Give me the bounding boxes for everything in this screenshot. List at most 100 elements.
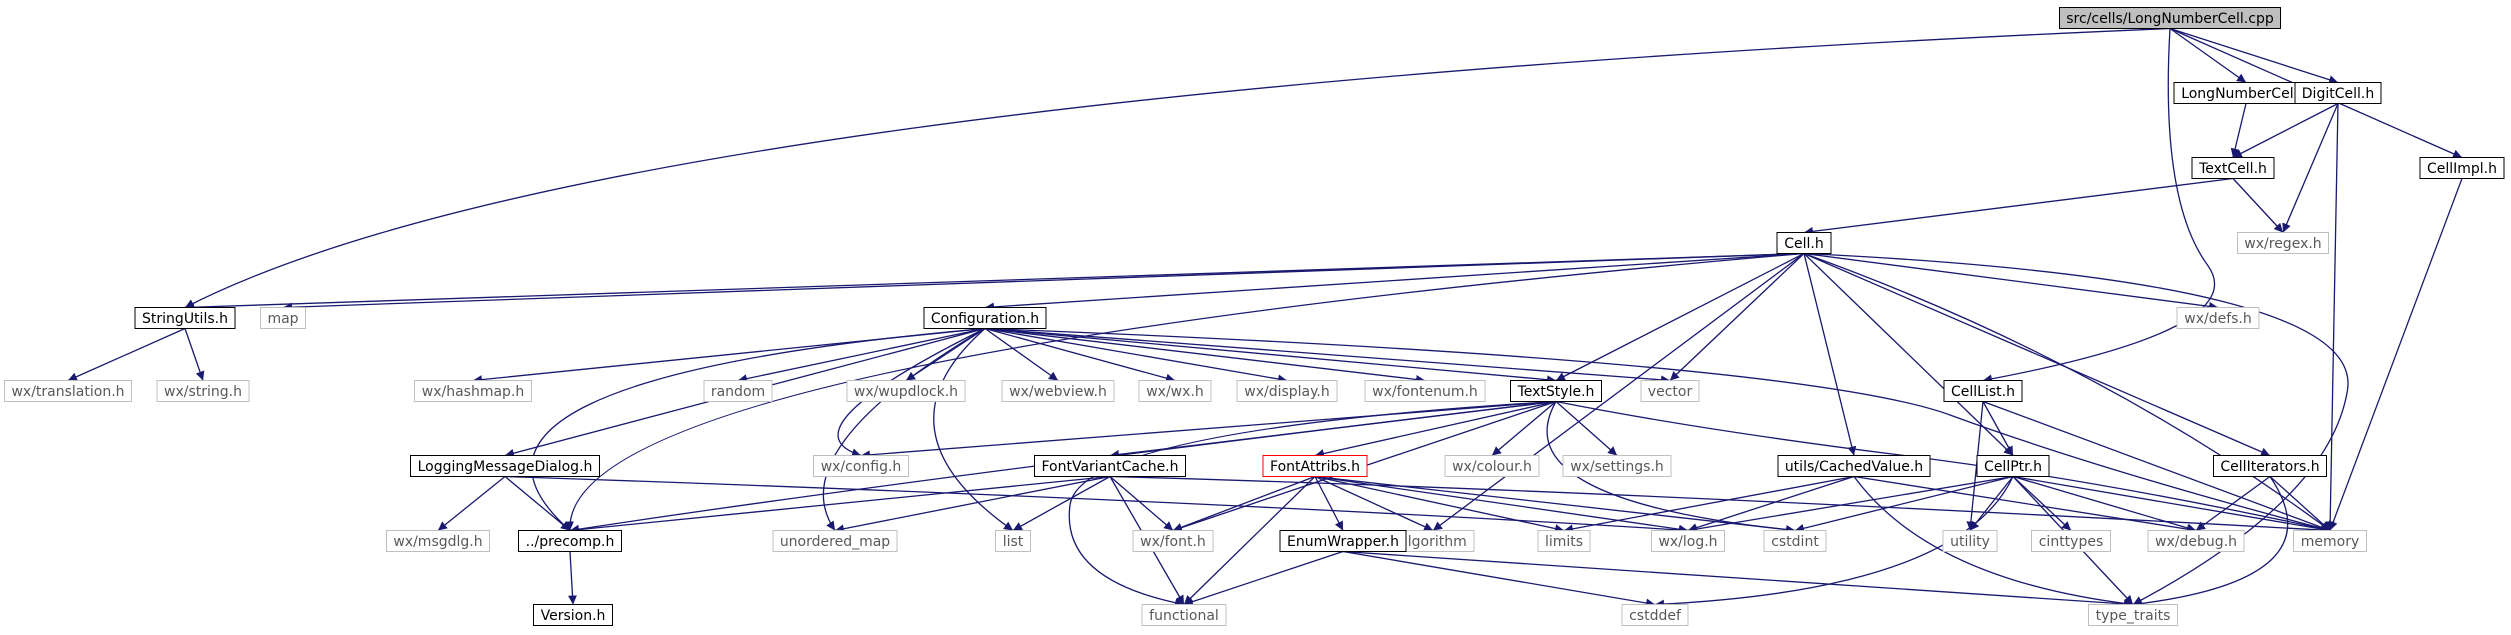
- node-random: random: [703, 380, 773, 402]
- include-edge-root-to-digitcell_h: [2169, 27, 2339, 85]
- node-enumwrapper-h[interactable]: EnumWrapper.h: [1279, 530, 1407, 552]
- node-box: [1444, 455, 1540, 477]
- include-edge-configuration_h-to-wx_fontenum_h: [984, 327, 1426, 384]
- node-label: CellImpl.h: [2427, 161, 2497, 177]
- node-configuration-h[interactable]: Configuration.h: [923, 307, 1047, 329]
- include-edge-textstyle_h-to-cstdint: [1546, 401, 1796, 535]
- node-wx-font-h: wx/font.h: [1132, 530, 1214, 552]
- include-edge-textstyle_h-to-wx_settings_h: [1555, 401, 1618, 456]
- edges-layer: [67, 27, 2463, 609]
- node-label: CellPtr.h: [1984, 459, 2042, 475]
- include-edge-fontvariantcache_h-to-memory: [1109, 475, 2331, 535]
- include-edge-cellimpl_h-to-memory: [2328, 178, 2463, 531]
- node-box: [1262, 455, 1368, 477]
- node-wx-translation-h: wx/translation.h: [4, 380, 132, 402]
- include-edge-cellptr_h-to-cstddef: [1654, 476, 2014, 609]
- include-edge-cell_h-to-utils_cachedvalue_h: [1803, 253, 1857, 456]
- node-label: StringUtils.h: [142, 311, 228, 327]
- node-box: [846, 380, 966, 402]
- include-edge-configuration_h-to-unordered_map: [822, 327, 986, 531]
- node-cellptr-h[interactable]: CellPtr.h: [1976, 455, 2050, 477]
- node-box: [134, 307, 236, 329]
- node-wx-string-h: wx/string.h: [156, 380, 250, 402]
- node-box: [923, 307, 1047, 329]
- node-label: cinttypes: [2039, 534, 2104, 550]
- node-wx-debug-h: wx/debug.h: [2147, 530, 2245, 552]
- node-label: LoggingMessageDialog.h: [418, 459, 593, 475]
- node-label: wx/colour.h: [1452, 459, 1532, 475]
- node-label: wx/translation.h: [11, 384, 124, 400]
- node-unordered-map: unordered_map: [772, 530, 898, 552]
- node-label: algorithm: [1399, 534, 1467, 550]
- node-label: map: [267, 311, 298, 327]
- node-box: [2147, 530, 2245, 552]
- node-functional: functional: [1141, 604, 1227, 626]
- node-label: Configuration.h: [931, 311, 1039, 327]
- node-box: [703, 380, 773, 402]
- include-edge-stringutils_h-to-wx_string_h: [184, 328, 205, 381]
- include-edge-cell_h-to-textstyle_h: [1555, 252, 1805, 382]
- node-celllist-h[interactable]: CellList.h: [1943, 380, 2023, 402]
- node-loggingmessagedialog-h[interactable]: LoggingMessageDialog.h: [410, 455, 600, 477]
- include-edge-celliterators_h-to-wx_debug_h: [2195, 475, 2271, 532]
- node-memory: memory: [2293, 530, 2367, 552]
- include-edge-digitcell_h-to-memory: [2325, 103, 2339, 531]
- node-precomp-h[interactable]: ../precomp.h: [518, 530, 622, 552]
- node-celliterators-h[interactable]: CellIterators.h: [2213, 455, 2327, 477]
- include-edge-cell_h-to-wx_defs_h: [1803, 252, 2219, 311]
- node-stringutils-h[interactable]: StringUtils.h: [134, 307, 236, 329]
- include-edge-textstyle_h-to-fontattribs_h: [1314, 400, 1557, 458]
- node-wx-settings-h: wx/settings.h: [1562, 455, 1672, 477]
- node-textstyle-h[interactable]: TextStyle.h: [1510, 380, 1602, 402]
- node-box: [1651, 530, 1725, 552]
- node-label: wx/wupdlock.h: [854, 384, 958, 400]
- node-label: TextStyle.h: [1517, 384, 1595, 400]
- node-fontattribs-h[interactable]: FontAttribs.h: [1262, 455, 1368, 477]
- node-box: [2237, 232, 2329, 254]
- node-utils-cachedvalue-h[interactable]: utils/CachedValue.h: [1777, 455, 1931, 477]
- include-edge-textstyle_h-to-wx_colour_h: [1491, 401, 1557, 456]
- node-box: [1279, 530, 1407, 552]
- include-edge-root-to-stringutils_h: [184, 27, 2171, 309]
- node-box: [2293, 530, 2367, 552]
- node-box: [813, 455, 909, 477]
- include-edge-cell_h-to-map: [282, 252, 1805, 312]
- node-fontvariantcache-h[interactable]: FontVariantCache.h: [1034, 455, 1186, 477]
- node-box: [1777, 455, 1931, 477]
- include-edge-textcell_h-to-cell_h: [1803, 177, 2234, 236]
- include-edge-configuration_h-to-random: [737, 327, 986, 384]
- include-edge-longnumbercell_h-to-textcell_h: [2230, 103, 2247, 158]
- node-label: wx/font.h: [1140, 534, 1206, 550]
- node-root[interactable]: src/cells/LongNumberCell.cpp: [2059, 7, 2281, 29]
- node-label: src/cells/LongNumberCell.cpp: [2066, 11, 2274, 27]
- node-label: ../precomp.h: [526, 534, 615, 550]
- node-version-h[interactable]: Version.h: [533, 604, 613, 626]
- include-edge-fontattribs_h-to-enumwrapper_h: [1314, 476, 1344, 531]
- node-box: [1236, 380, 1338, 402]
- node-textcell-h[interactable]: TextCell.h: [2191, 157, 2275, 179]
- include-edge-cellptr_h-to-wx_log_h: [1687, 475, 2014, 534]
- node-box: [4, 380, 132, 402]
- include-edge-cellptr_h-to-wx_debug_h: [2012, 475, 2197, 533]
- node-label: utility: [1950, 534, 1990, 550]
- include-edge-cell_h-to-type_traits: [1803, 252, 2349, 606]
- node-utility: utility: [1942, 530, 1998, 552]
- include-edge-loggingmessagedialog_h-to-wx_log_h: [504, 475, 1689, 535]
- include-edge-fontvariantcache_h-to-wx_font_h: [1109, 476, 1174, 531]
- node-cinttypes: cinttypes: [2031, 530, 2111, 552]
- node-cellimpl-h[interactable]: CellImpl.h: [2419, 157, 2505, 179]
- include-edge-root-to-celllist_h: [1982, 28, 2216, 384]
- include-edge-textstyle_h-to-precomp_h: [569, 400, 1557, 534]
- include-edge-loggingmessagedialog_h-to-precomp_h: [504, 476, 571, 531]
- node-box: [1763, 530, 1827, 552]
- include-edge-configuration_h-to-wx_wx_h: [984, 327, 1176, 383]
- include-edge-fontattribs_h-to-algorithm: [1314, 475, 1434, 532]
- node-digitcell-h[interactable]: DigitCell.h: [2294, 82, 2382, 104]
- node-label: FontAttribs.h: [1270, 459, 1360, 475]
- node-longnumbercell-h[interactable]: LongNumberCell.h: [2173, 82, 2319, 104]
- node-cell-h[interactable]: Cell.h: [1776, 232, 1832, 254]
- include-edge-fontvariantcache_h-to-unordered_map: [834, 475, 1111, 534]
- node-box: [156, 380, 250, 402]
- node-box: [2191, 157, 2275, 179]
- node-wx-wupdlock-h: wx/wupdlock.h: [846, 380, 966, 402]
